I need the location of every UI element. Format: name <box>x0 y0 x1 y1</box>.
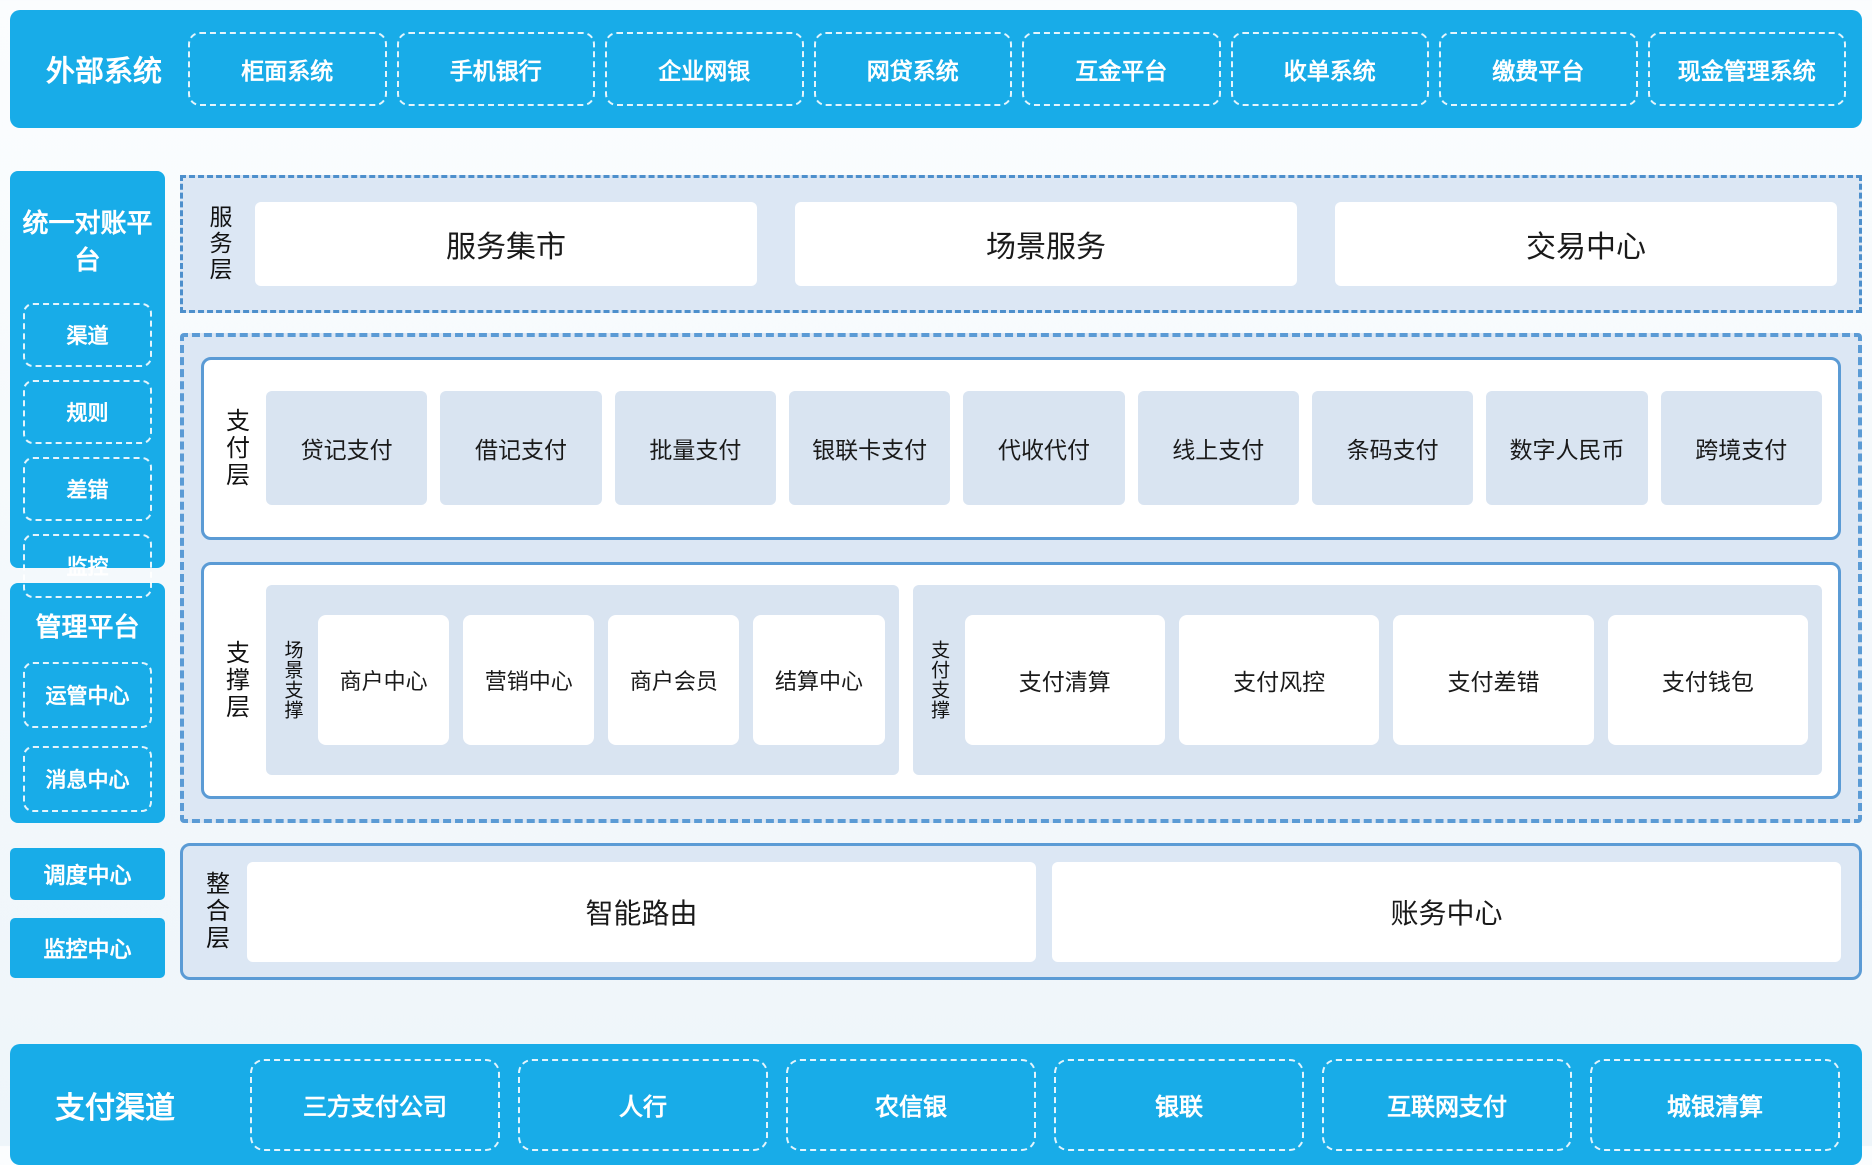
payment-batch-block: 批量支付 <box>614 391 776 506</box>
management-items: 运管中心 消息中心 <box>10 662 165 812</box>
scene-support-label: 场景支撑 <box>281 640 303 721</box>
management-platform-title: 管理平台 <box>35 612 140 642</box>
payment-collection-block: 代收代付 <box>963 391 1125 506</box>
external-system-corp-ebank: 企业网银 <box>605 32 804 106</box>
payment-layer-panel: 支付层 贷记支付 借记支付 批量支付 银联卡支付 代收代付 线上支付 条码支付 … <box>201 357 1841 540</box>
payment-digital-rmb-block: 数字人民币 <box>1486 391 1648 506</box>
management-platform-panel: 管理平台 运管中心 消息中心 <box>10 583 165 823</box>
channel-city-bank-clearing-block: 城银清算 <box>1590 1058 1840 1151</box>
core-layers-container: 支付层 贷记支付 借记支付 批量支付 银联卡支付 代收代付 线上支付 条码支付 … <box>180 333 1862 823</box>
scene-service-block: 场景服务 <box>795 202 1297 286</box>
payment-support-items: 支付清算 支付风控 支付差错 支付钱包 <box>964 615 1808 746</box>
integration-layer-container: 整合层 智能路由 账务中心 <box>180 843 1862 980</box>
external-system-fee-payment: 缴费平台 <box>1439 32 1638 106</box>
payment-channels-title: 支付渠道 <box>55 1091 175 1125</box>
external-systems-items: 柜面系统 手机银行 企业网银 网贷系统 互金平台 收单系统 缴费平台 现金管理系… <box>188 32 1846 106</box>
channel-internet-payment-block: 互联网支付 <box>1322 1058 1572 1151</box>
external-systems-bar: 外部系统 柜面系统 手机银行 企业网银 网贷系统 互金平台 收单系统 缴费平台 … <box>10 10 1862 128</box>
channel-unionpay-block: 银联 <box>1054 1058 1304 1151</box>
scene-support-items: 商户中心 营销中心 商户会员 结算中心 <box>318 615 885 746</box>
marketing-center-block: 营销中心 <box>463 615 595 746</box>
payment-layer-items: 贷记支付 借记支付 批量支付 银联卡支付 代收代付 线上支付 条码支付 数字人民… <box>266 391 1822 506</box>
external-systems-title: 外部系统 <box>46 56 163 88</box>
payment-support-label: 支付支撑 <box>928 640 950 721</box>
payment-online-block: 线上支付 <box>1137 391 1299 506</box>
reconciliation-item-errors: 差错 <box>23 457 152 521</box>
left-column: 统一对账平台 渠道 规则 差错 监控 管理平台 运管中心 消息中心 调度中心 监… <box>10 128 165 1012</box>
settlement-center-block: 结算中心 <box>753 615 885 746</box>
accounting-center-block: 账务中心 <box>1052 861 1841 962</box>
channel-third-party-block: 三方支付公司 <box>250 1058 500 1151</box>
reconciliation-item-channel: 渠道 <box>23 303 152 367</box>
reconciliation-item-monitoring: 监控 <box>23 534 152 598</box>
reconciliation-item-rules: 规则 <box>23 380 152 444</box>
channel-pboc-block: 人行 <box>518 1058 768 1151</box>
external-system-online-loan: 网贷系统 <box>813 32 1012 106</box>
payment-support-group: 支付支撑 支付清算 支付风控 支付差错 支付钱包 <box>912 585 1822 776</box>
payment-channels-items: 三方支付公司 人行 农信银 银联 互联网支付 城银清算 <box>250 1058 1840 1151</box>
service-layer-label: 服务层 <box>206 205 232 283</box>
payment-crossborder-block: 跨境支付 <box>1660 391 1822 506</box>
trade-center-block: 交易中心 <box>1335 202 1837 286</box>
support-layer-groups: 场景支撑 商户中心 营销中心 商户会员 结算中心 支付支撑 支付清算 <box>266 585 1822 776</box>
external-system-internet-finance: 互金平台 <box>1022 32 1221 106</box>
merchant-center-block: 商户中心 <box>318 615 450 746</box>
merchant-member-block: 商户会员 <box>608 615 740 746</box>
scene-support-group: 场景支撑 商户中心 营销中心 商户会员 结算中心 <box>266 585 899 776</box>
reconciliation-items: 渠道 规则 差错 监控 <box>10 303 165 598</box>
reconciliation-platform-title: 统一对账平台 <box>22 208 153 275</box>
external-system-acquiring: 收单系统 <box>1230 32 1429 106</box>
payment-clearing-block: 支付清算 <box>964 615 1165 746</box>
service-layer-items: 服务集市 场景服务 交易中心 <box>255 202 1837 286</box>
payment-credit-block: 贷记支付 <box>266 391 428 506</box>
middle-region: 统一对账平台 渠道 规则 差错 监控 管理平台 运管中心 消息中心 调度中心 监… <box>10 128 1862 1012</box>
external-system-cash-mgmt: 现金管理系统 <box>1647 32 1846 106</box>
service-layer-container: 服务层 服务集市 场景服务 交易中心 <box>180 175 1862 313</box>
payment-barcode-block: 条码支付 <box>1311 391 1474 506</box>
integration-layer-items: 智能路由 账务中心 <box>247 861 1841 962</box>
dispatch-center-block: 调度中心 <box>10 848 165 900</box>
main-column: 服务层 服务集市 场景服务 交易中心 支付层 贷记支付 借记支付 批量支付 银联… <box>180 128 1862 1012</box>
channel-rural-credit-block: 农信银 <box>786 1058 1036 1151</box>
smart-routing-block: 智能路由 <box>247 861 1036 962</box>
payment-wallet-block: 支付钱包 <box>1607 615 1808 746</box>
external-system-counter: 柜面系统 <box>188 32 387 106</box>
payment-unionpay-card-block: 银联卡支付 <box>788 391 951 506</box>
service-market-block: 服务集市 <box>255 202 757 286</box>
integration-layer-label: 整合层 <box>201 871 229 952</box>
reconciliation-platform-panel: 统一对账平台 渠道 规则 差错 监控 <box>10 171 165 598</box>
external-system-mobile-bank: 手机银行 <box>396 32 595 106</box>
payment-error-block: 支付差错 <box>1393 615 1594 746</box>
management-item-operations-center: 运管中心 <box>23 662 152 728</box>
payment-debit-block: 借记支付 <box>440 391 602 506</box>
payment-channels-bar: 支付渠道 三方支付公司 人行 农信银 银联 互联网支付 城银清算 <box>10 1044 1862 1165</box>
payment-risk-block: 支付风控 <box>1178 615 1380 746</box>
support-layer-panel: 支撑层 场景支撑 商户中心 营销中心 商户会员 结算中心 <box>201 561 1841 799</box>
monitor-center-block: 监控中心 <box>10 918 165 978</box>
support-layer-label: 支撑层 <box>221 639 249 721</box>
management-item-message-center: 消息中心 <box>23 746 152 812</box>
payment-layer-label: 支付层 <box>221 407 249 489</box>
